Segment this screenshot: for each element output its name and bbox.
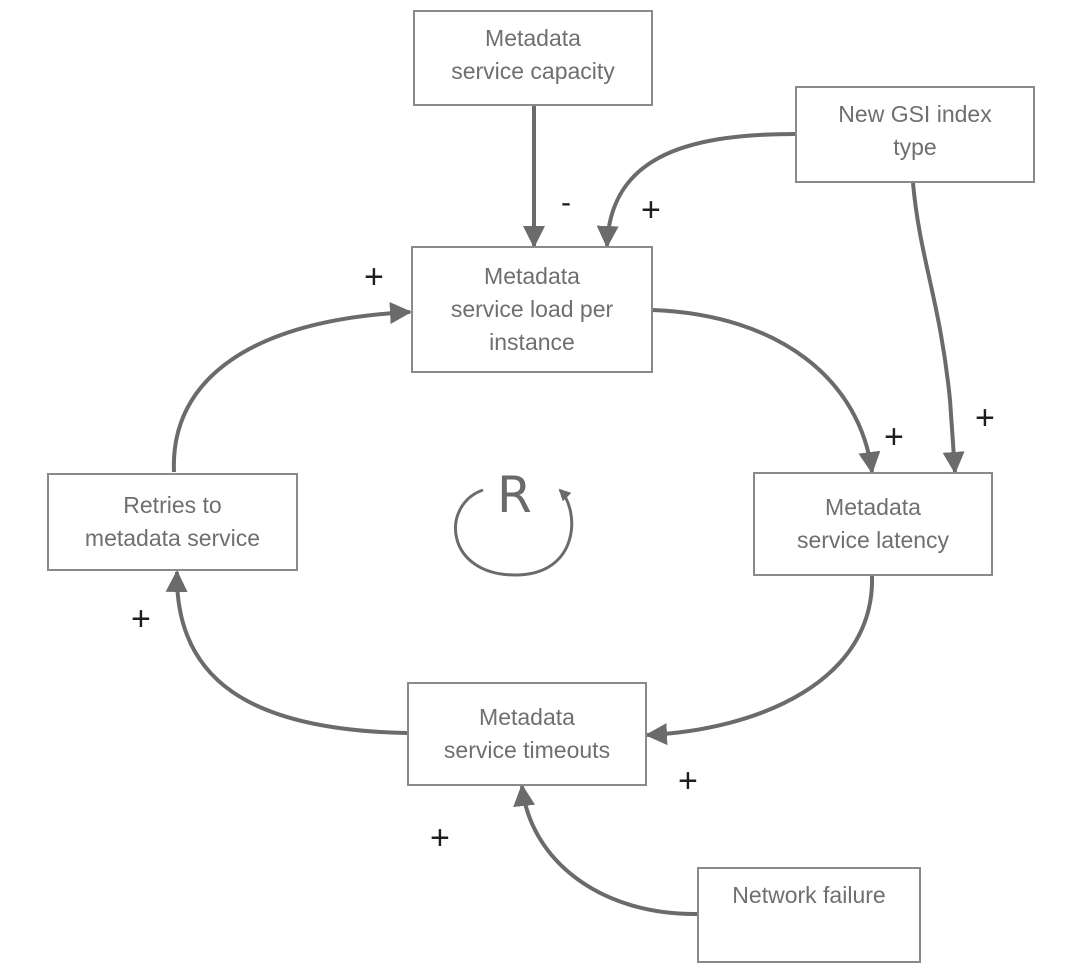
node-label-line: Metadata [825, 494, 921, 520]
node-label-line: Metadata [484, 263, 580, 289]
loop-arrow-icon [454, 488, 574, 577]
edge-retries-to-load [171, 302, 412, 473]
node-retries-to-metadata-service: Retries to metadata service [47, 473, 298, 571]
node-label-line: Retries to [123, 492, 222, 518]
polarity-gsi-to-load: + [641, 191, 661, 229]
node-label-line: type [893, 134, 937, 160]
edge-gsi-to-load [596, 132, 796, 248]
edge-network-to-timeouts [513, 784, 698, 917]
node-new-gsi-index-type: New GSI index type [795, 86, 1035, 183]
polarity-latency-to-timeouts: + [678, 762, 698, 800]
edge-timeouts-to-retries [165, 570, 408, 735]
polarity-gsi-to-latency: + [975, 399, 995, 437]
node-metadata-service-latency: Metadata service latency [753, 472, 993, 576]
node-label-line: service load per [450, 296, 614, 322]
edge-latency-to-timeouts [645, 575, 875, 746]
node-label-line: instance [489, 329, 575, 355]
reinforcing-loop-label: R [497, 466, 532, 524]
node-network-failure: Network failure [697, 867, 921, 963]
polarity-timeouts-to-retries: + [131, 600, 151, 638]
node-metadata-service-timeouts: Metadata service timeouts [407, 682, 647, 786]
polarity-retries-to-load: + [364, 258, 384, 296]
edge-load-to-latency [652, 308, 881, 474]
node-label-line: Metadata [485, 25, 581, 51]
node-metadata-service-capacity: Metadata service capacity [413, 10, 653, 106]
node-metadata-service-load-per-instance: Metadata service load per instance [411, 246, 653, 373]
edge-gsi-to-latency [911, 182, 965, 474]
node-label-line: Network failure [732, 882, 886, 908]
node-label-line: New GSI index [838, 101, 992, 127]
node-label-line: service latency [796, 527, 950, 553]
polarity-load-to-latency: + [884, 418, 904, 456]
polarity-network-to-timeouts: + [430, 819, 450, 857]
node-label-line: metadata service [84, 525, 261, 551]
node-label-line: Metadata [479, 704, 575, 730]
polarity-capacity-to-load: - [561, 186, 571, 219]
node-label-line: service capacity [451, 58, 615, 84]
node-label-line: service timeouts [443, 737, 611, 763]
